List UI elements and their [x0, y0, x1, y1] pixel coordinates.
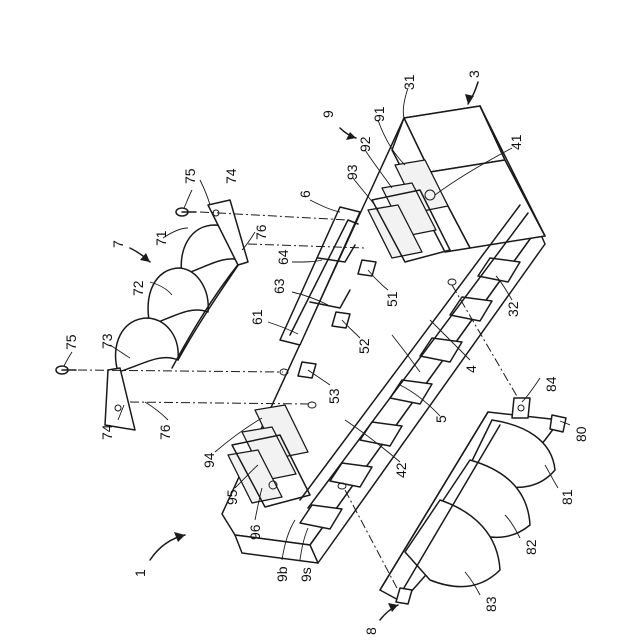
label-75-left: 75	[63, 334, 79, 350]
label-52: 52	[356, 338, 372, 354]
label-3: 3	[466, 70, 482, 78]
label-93: 93	[344, 164, 360, 180]
label-91: 91	[371, 106, 387, 122]
label-92: 92	[357, 136, 373, 152]
label-71: 71	[153, 230, 169, 246]
label-73: 73	[99, 333, 115, 349]
label-9: 9	[320, 110, 336, 118]
label-75-right: 75	[182, 168, 198, 184]
label-76-left: 76	[157, 424, 173, 440]
terminal-51	[358, 260, 376, 276]
label-80: 80	[573, 426, 589, 442]
label-61: 61	[249, 309, 265, 325]
label-51: 51	[384, 291, 400, 307]
reflector-72	[148, 268, 208, 325]
arrow-1-head	[174, 532, 185, 542]
label-74-right: 74	[223, 168, 239, 184]
label-41: 41	[508, 134, 524, 150]
terminal-53	[298, 362, 316, 378]
label-81: 81	[559, 489, 575, 505]
label-5: 5	[433, 415, 449, 423]
bracket-74-left	[105, 368, 135, 430]
label-32: 32	[505, 301, 521, 317]
label-84: 84	[543, 376, 559, 392]
label-4: 4	[463, 365, 479, 373]
bracket-80	[550, 415, 566, 432]
label-76-right: 76	[253, 224, 269, 240]
label-72: 72	[130, 280, 146, 296]
label-8: 8	[363, 627, 379, 635]
label-31: 31	[401, 74, 417, 90]
label-9s: 9s	[298, 567, 314, 582]
label-53: 53	[326, 388, 342, 404]
reflector-7	[105, 200, 248, 430]
label-83: 83	[483, 596, 499, 612]
label-64: 64	[275, 249, 291, 265]
label-63: 63	[271, 278, 287, 294]
label-94: 94	[201, 452, 217, 468]
bracket-84	[512, 398, 530, 418]
label-95: 95	[224, 489, 240, 505]
reflector-73	[116, 318, 179, 372]
label-6: 6	[297, 190, 313, 198]
label-9b: 9b	[274, 566, 290, 582]
label-96: 96	[247, 524, 263, 540]
label-1: 1	[132, 569, 148, 577]
label-74-left: 74	[99, 424, 115, 440]
label-7: 7	[110, 240, 126, 248]
label-42: 42	[393, 462, 409, 478]
label-82: 82	[523, 539, 539, 555]
